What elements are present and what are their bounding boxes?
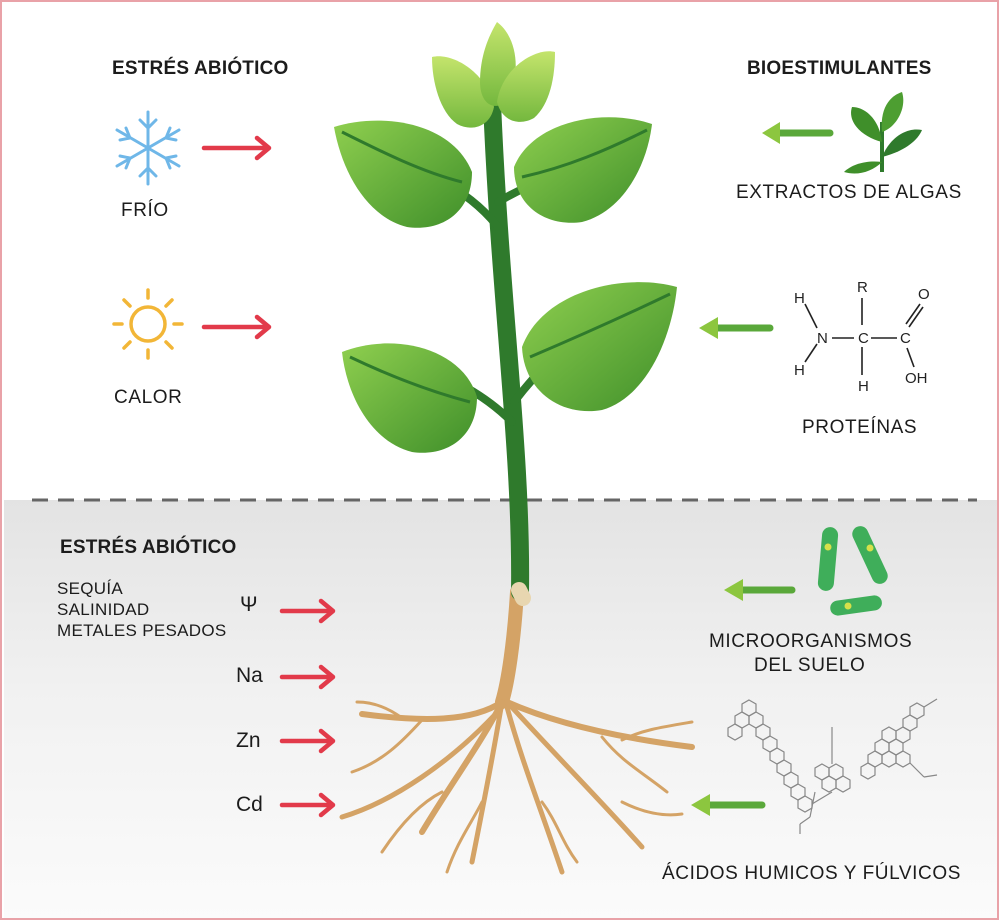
biostimulant-arrows [691,122,834,816]
atom-h2: H [794,362,805,379]
symbol-zn: Zn [236,729,261,752]
symbol-psi: Ψ [240,593,258,616]
label-cold: FRÍO [121,200,169,221]
label-algae-extracts: EXTRACTOS DE ALGAS [736,182,962,203]
atom-h1: H [794,290,805,307]
amino-acid-structure: H N H R C H O C OH [794,279,930,395]
humic-acid-molecule-icon [727,698,938,834]
arrow-cd [279,792,336,818]
arrow-humic [691,794,766,816]
arrow-algae [762,122,834,144]
atom-oh: OH [905,370,928,387]
label-proteins: PROTEÍNAS [802,417,918,438]
atom-h3: H [858,378,869,395]
label-soil-microorganisms-line2: DEL SUELO [754,655,866,676]
atom-r: R [857,279,868,296]
arrow-cold [201,135,272,161]
heading-abiotic-stress-top: ESTRÉS ABIÓTICO [112,58,289,79]
label-heavy-metals: METALES PESADOS [57,621,227,640]
arrow-zn [279,728,336,754]
heading-abiotic-stress-soil: ESTRÉS ABIÓTICO [60,537,237,558]
arrow-na [279,664,336,690]
atom-n: N [817,330,828,347]
arrow-heat [201,314,272,340]
label-heat: CALOR [114,387,183,408]
heading-biostimulants: BIOESTIMULANTES [747,58,932,79]
label-salinity: SALINIDAD [57,600,150,619]
symbol-cd: Cd [236,793,263,816]
seaweed-icon [844,92,922,174]
label-humic-fulvic-acids: ÁCIDOS HUMICOS Y FÚLVICOS [662,863,961,884]
roots [339,585,695,875]
stress-arrows [201,135,336,818]
atom-o: O [918,286,930,303]
sun-icon [112,288,184,360]
arrow-microbes [724,579,796,601]
snowflake-icon [115,110,181,186]
label-drought: SEQUÍA [57,579,124,598]
atom-c1: C [858,330,869,347]
arrow-psi [279,598,336,624]
leaves [334,22,677,453]
arrow-proteins [699,317,774,339]
atom-c2: C [900,330,911,347]
symbol-na: Na [236,664,263,687]
label-soil-microorganisms-line1: MICROORGANISMOS [709,631,913,652]
bacteria-icon [817,526,888,616]
